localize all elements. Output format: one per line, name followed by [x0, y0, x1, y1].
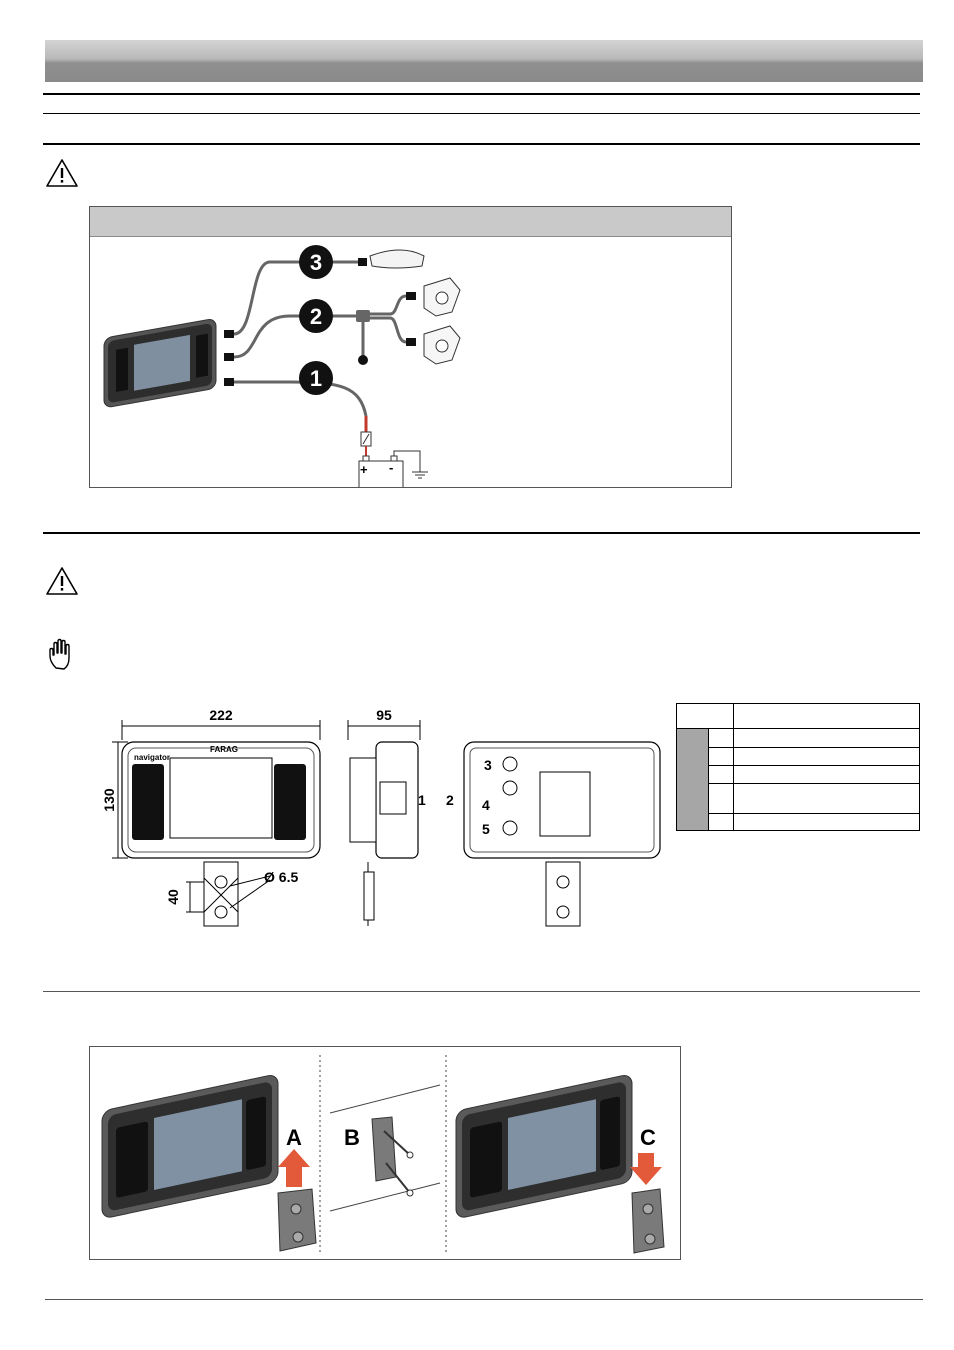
dim-bracket-height: 40 [165, 889, 181, 905]
wiring-diagram: + - 3 2 1 [103, 245, 461, 487]
callout-5: 5 [482, 821, 490, 837]
warning-icon [46, 567, 78, 595]
step-label-a: A [286, 1125, 302, 1150]
table-cell [733, 765, 920, 784]
table-cell [733, 728, 920, 748]
dim-depth: 95 [376, 707, 392, 723]
table-cell [733, 783, 920, 814]
box-header [90, 207, 731, 237]
hand-stop-icon [49, 638, 70, 670]
step-label-b: B [344, 1125, 360, 1150]
cable-label-3: 3 [310, 250, 322, 275]
table-cell [733, 703, 920, 729]
rule [43, 143, 920, 145]
battery-plus-label: + [360, 462, 368, 477]
table-cell [707, 813, 735, 831]
table-cell [707, 765, 735, 784]
rule [43, 113, 920, 114]
callout-3: 3 [484, 757, 492, 773]
dim-hole-diameter: Ø 6.5 [264, 869, 298, 885]
warning-icon [46, 159, 78, 187]
table-cell [676, 703, 734, 729]
monitor-device [455, 1074, 633, 1218]
callout-1: 1 [418, 792, 426, 808]
cable-label-1: 1 [310, 366, 322, 391]
camera-icon [423, 277, 461, 317]
mounting-steps-box: A B C [89, 1046, 681, 1260]
model-logo: navigator [134, 753, 170, 762]
callout-2: 2 [446, 792, 454, 808]
dim-width: 222 [209, 707, 233, 723]
table-cell [733, 747, 920, 766]
mounting-diagram: A B C [101, 1055, 665, 1254]
rule [45, 1299, 923, 1300]
table-cell [707, 783, 735, 814]
rule [43, 991, 920, 992]
table-shaded-cell [676, 728, 709, 831]
table-cell [707, 747, 735, 766]
cable-label-2: 2 [310, 304, 322, 329]
step-label-c: C [640, 1125, 656, 1150]
callout-4: 4 [482, 797, 490, 813]
rule [43, 532, 920, 534]
camera-icon [423, 325, 461, 365]
monitor-device [103, 319, 217, 408]
battery-minus-label: - [389, 460, 393, 475]
page-header-bar [45, 40, 923, 82]
wiring-diagram-box: + - 3 2 1 [89, 206, 732, 488]
monitor-device [101, 1074, 279, 1218]
dim-height: 130 [101, 788, 117, 812]
brand-logo: FARAG [210, 745, 238, 754]
table-cell [733, 813, 920, 831]
table-cell [707, 728, 735, 748]
rule [43, 93, 920, 95]
connector-table [676, 703, 920, 831]
dimension-drawing: 222 130 navigator FARAG 40 Ø 6.5 95 1 2 … [101, 707, 661, 927]
